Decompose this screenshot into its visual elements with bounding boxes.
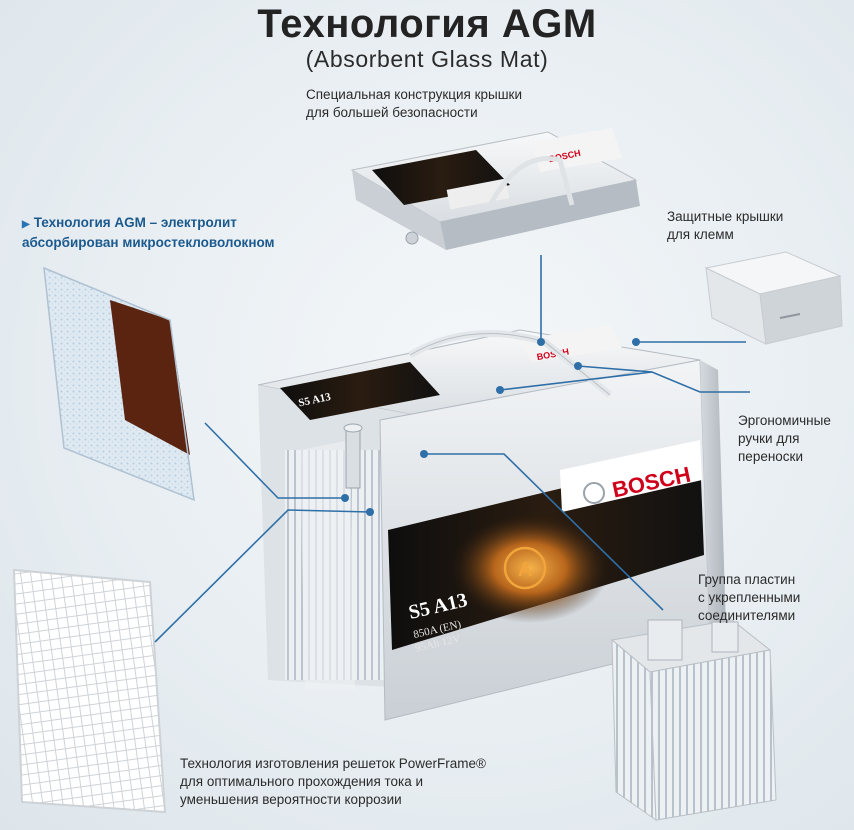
main-battery-illustration: A BOSCH S5 A13 850A (EN) 95Ah 12V S5 A13… bbox=[257, 325, 726, 721]
leader-lines bbox=[154, 255, 750, 643]
agm-separator-illustration bbox=[43, 266, 195, 502]
powerframe-grid-illustration bbox=[12, 568, 167, 814]
callout-powerframe-line: уменьшения вероятности коррозии bbox=[180, 792, 402, 807]
callout-agm-line: абсорбирован микростекловолокном bbox=[22, 235, 275, 250]
leader-dots bbox=[341, 338, 640, 516]
callout-powerframe-line: Технология изготовления решеток PowerFra… bbox=[180, 756, 486, 771]
lid-illustration: BOSCH bbox=[350, 128, 640, 250]
callout-agm-line: Технология AGM – электролит bbox=[33, 215, 237, 230]
page-title: Технология AGM bbox=[257, 2, 597, 46]
terminal-cap-illustration bbox=[704, 251, 843, 345]
battery-emblem: A bbox=[518, 559, 532, 581]
plate-group-illustration bbox=[610, 619, 777, 821]
callout-lid-line: Специальная конструкция крышки bbox=[306, 87, 522, 102]
leader-handles-b bbox=[499, 371, 653, 391]
callout-caps-line: для клемм bbox=[667, 227, 734, 242]
callout-lid: Специальная конструкция крышки для больш… bbox=[306, 86, 522, 122]
triangle-bullet-icon: ▶ bbox=[22, 219, 30, 230]
leader-plates bbox=[424, 453, 664, 611]
callout-plates-line: Группа пластин bbox=[698, 572, 796, 587]
callout-agm: ▶Технология AGM – электролит абсорбирова… bbox=[22, 214, 275, 252]
callout-plates-line: с укрепленными bbox=[698, 590, 801, 605]
callout-handles: Эргономичные ручки для переноски bbox=[738, 412, 831, 466]
callout-plates-line: соединителями bbox=[698, 608, 796, 623]
callout-handles-line: ручки для bbox=[738, 431, 800, 446]
leader-handles-a bbox=[577, 365, 750, 393]
leader-powerframe bbox=[154, 509, 371, 643]
callout-caps-line: Защитные крышки bbox=[667, 209, 784, 224]
callout-powerframe-line: для оптимального прохождения тока и bbox=[180, 774, 424, 789]
leader-agm bbox=[204, 422, 345, 499]
callout-terminal-caps: Защитные крышки для клемм bbox=[667, 208, 783, 244]
callout-handles-line: Эргономичные bbox=[738, 413, 831, 428]
callout-powerframe: Технология изготовления решеток PowerFra… bbox=[180, 755, 486, 809]
callout-handles-line: переноски bbox=[738, 449, 803, 464]
page-subtitle: (Absorbent Glass Mat) bbox=[305, 46, 549, 72]
callout-lid-line: для большей безопасности bbox=[306, 105, 478, 120]
callout-plates: Группа пластин с укрепленными соединител… bbox=[698, 571, 800, 625]
